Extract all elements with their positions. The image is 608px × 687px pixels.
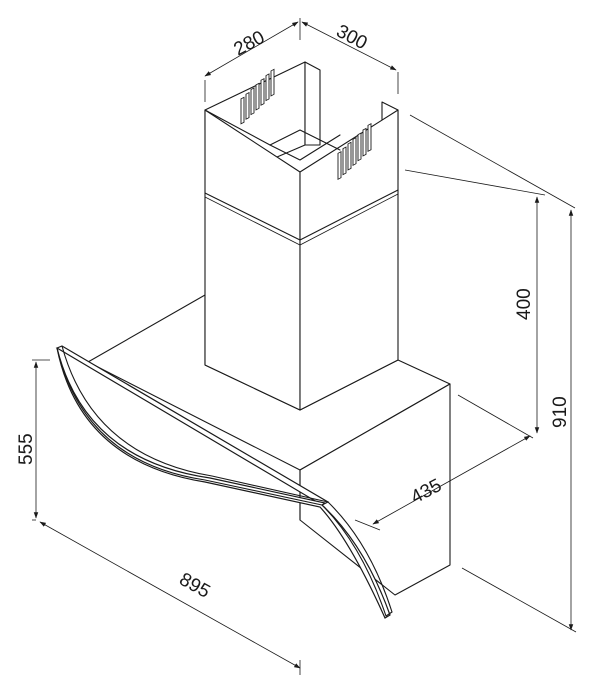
dim-label-hood-width: 895 [176,569,214,603]
dim-line-895 [39,521,301,669]
chimney [204,61,399,411]
dim-label-glass-height: 555 [16,433,37,465]
dim-label-chimney-depth: 300 [333,21,371,54]
dim-line-280 [204,21,299,77]
dim-line-435 [372,435,531,525]
dim-line-300 [301,21,397,71]
curved-glass-panel [55,345,393,619]
dim-label-chimney-width: 280 [230,27,268,60]
vent-slots-right [337,123,372,180]
vent-slots-left [240,68,275,125]
dim-label-chimney-height: 400 [514,288,535,320]
dim-label-total-height: 910 [550,396,571,428]
extension-lines [32,18,577,675]
